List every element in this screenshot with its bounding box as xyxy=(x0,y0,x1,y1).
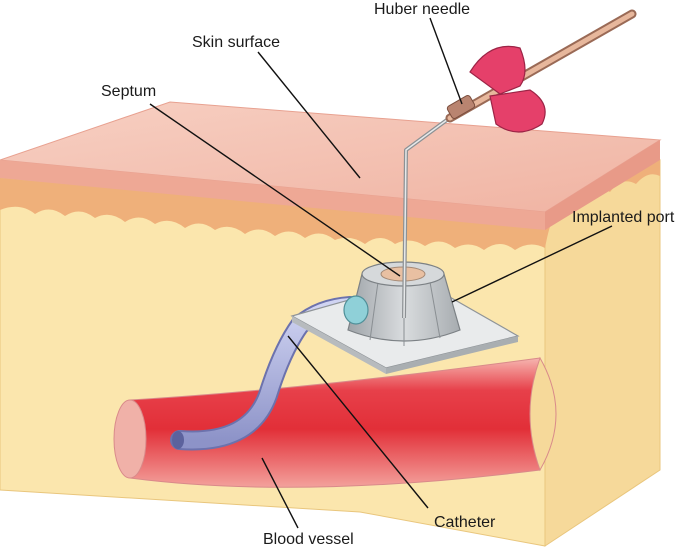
leader-blood-vessel xyxy=(261,457,299,529)
label-implanted-port: Implanted port xyxy=(572,209,675,226)
blood-vessel-opening-left xyxy=(113,399,147,479)
port-base-plate-edge-right xyxy=(386,336,518,374)
blood-vessel-opening-right xyxy=(529,356,557,472)
port-base-plate-edge xyxy=(292,316,386,374)
huber-needle-wing-bottom xyxy=(489,89,546,133)
label-skin-surface: Skin surface xyxy=(192,34,280,51)
dermis-layer-side xyxy=(545,160,660,248)
skin-side-edge xyxy=(545,140,660,230)
leader-skin-surface xyxy=(257,51,361,179)
dermis-layer-front xyxy=(0,178,545,250)
port-rib-2 xyxy=(429,281,441,339)
port-outlet-connector xyxy=(343,295,369,325)
label-blood-vessel: Blood vessel xyxy=(263,531,354,547)
leader-implanted-port xyxy=(451,225,613,303)
port-rib-1 xyxy=(369,281,379,341)
leader-catheter xyxy=(287,335,429,509)
catheter-tip xyxy=(172,431,184,449)
huber-needle-shaft-highlight xyxy=(403,113,456,319)
huber-needle-wing-top xyxy=(469,45,526,95)
label-catheter: Catheter xyxy=(434,514,496,531)
leader-huber-needle xyxy=(429,17,463,105)
huber-needle-hub xyxy=(446,95,476,119)
label-huber-needle: Huber needle xyxy=(374,1,470,18)
label-septum: Septum xyxy=(101,83,156,100)
leader-septum xyxy=(149,103,401,277)
skin-front-edge xyxy=(0,160,545,230)
